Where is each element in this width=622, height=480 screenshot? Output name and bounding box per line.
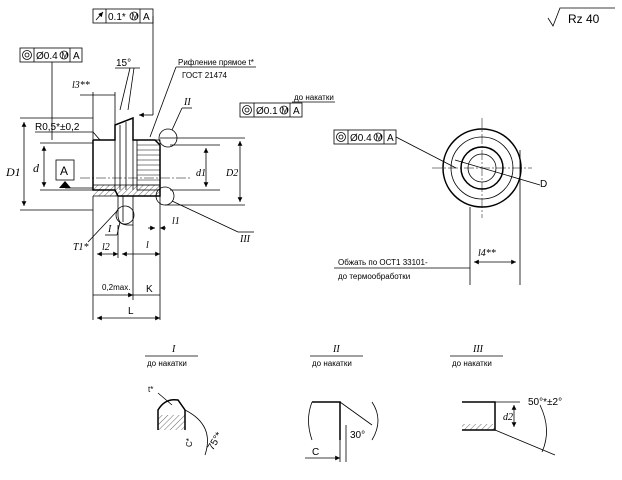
coax-right-value: Ø0.4	[350, 133, 372, 144]
coax-mid-value: Ø0.1	[256, 106, 278, 117]
detail-II: II до накатки C 30°	[305, 344, 379, 462]
dim-l1: l1	[172, 216, 180, 227]
detail-III: III до накатки d2 50°*±2°	[450, 344, 562, 456]
detail-III-caption: до накатки	[452, 359, 492, 368]
detail-II-angle: 30°	[350, 430, 365, 441]
runout-datum: A	[143, 12, 150, 23]
knurl-note-1: Рифление прямое t*	[178, 58, 254, 67]
dim-D1: D1	[5, 165, 21, 179]
dim-T1: T1*	[73, 242, 89, 253]
dim-d: d	[33, 161, 40, 175]
callout-III: III	[239, 234, 251, 245]
knurl-note-2: ГОСТ 21474	[182, 71, 228, 80]
detail-II-caption: до накатки	[312, 359, 352, 368]
coax-left-datum: A	[73, 51, 80, 62]
svg-text:M: M	[62, 51, 69, 60]
dim-l4: l4**	[478, 248, 496, 259]
detail-II-roman: II	[332, 344, 340, 355]
svg-text:M: M	[376, 133, 383, 142]
dim-K: K	[146, 284, 153, 295]
detail-I-C: C*	[185, 438, 194, 447]
coax-left-value: Ø0.4	[36, 51, 58, 62]
runout-frame: 0.1* M A	[92, 8, 154, 118]
datum-a-box	[55, 159, 75, 181]
detail-I-angle: 75°*	[206, 430, 225, 452]
dim-max: 0,2max.	[102, 283, 130, 292]
dim-l2: l2	[102, 242, 110, 253]
detail-I-t: t*	[148, 385, 153, 394]
detail-I-roman: I	[171, 344, 176, 355]
detail-II-C: C	[312, 447, 319, 458]
radius-label: R0,5*±0,2	[35, 122, 80, 133]
coax-right-datum: A	[387, 133, 394, 144]
detail-III-angle: 50°*±2°	[528, 397, 562, 408]
dim-d1: d1	[196, 168, 206, 179]
coax-mid-datum: A	[293, 106, 300, 117]
dim-l: l	[146, 240, 149, 251]
datum-a-label: A	[60, 164, 68, 178]
side-view: Ø0.4 M A D l4** Обжать по ОСТ1 33101- до…	[333, 118, 547, 285]
coaxiality-frame-mid: до накатки Ø0.1 M A	[239, 93, 335, 118]
coaxiality-frame-left: Ø0.4 M A	[19, 47, 83, 140]
detail-III-d2: d2	[503, 412, 513, 423]
runout-value: 0.1*	[108, 12, 126, 23]
dim-D2: D2	[225, 168, 238, 179]
side-note-1: Обжать по ОСТ1 33101-	[338, 258, 428, 267]
dim-l3: l3**	[72, 80, 90, 91]
svg-text:M: M	[282, 106, 289, 115]
side-note-2: до термообработки	[338, 272, 410, 281]
callout-II: II	[183, 97, 191, 108]
roughness-symbol: Rz 40	[547, 7, 615, 27]
callout-I: I	[107, 224, 112, 235]
detail-I: I до накатки t* C* 75°*	[145, 344, 225, 456]
main-view: A D1 d R0,5*±0,2 l3** 15° Рифление прямо…	[5, 58, 256, 321]
angle-15: 15°	[116, 58, 131, 69]
coax-mid-note: до накатки	[294, 93, 334, 102]
roughness-label: Rz 40	[568, 12, 600, 26]
svg-text:M: M	[132, 12, 139, 21]
detail-III-roman: III	[472, 344, 484, 355]
dim-L: L	[128, 306, 134, 317]
detail-I-caption: до накатки	[147, 359, 187, 368]
dim-D: D	[540, 179, 547, 190]
